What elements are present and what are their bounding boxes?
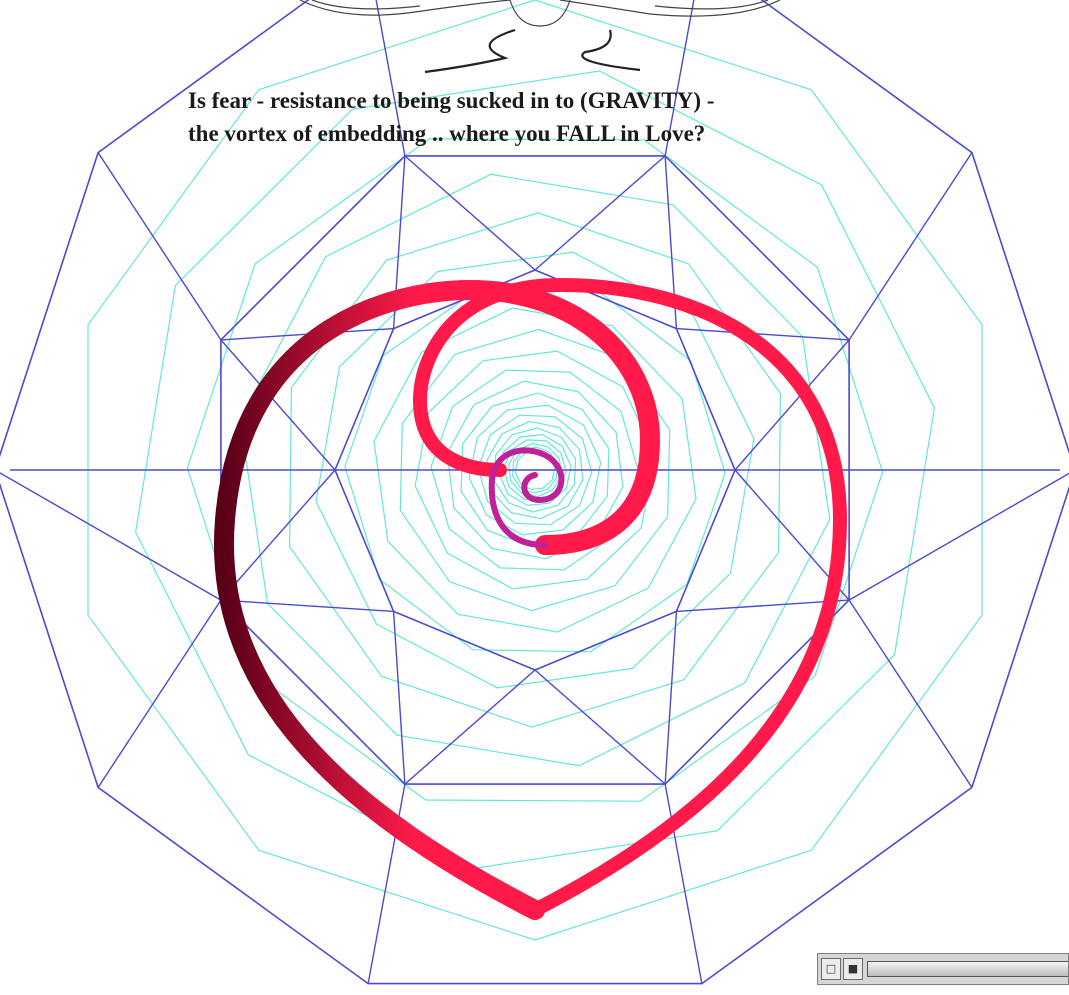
web-ring bbox=[477, 414, 593, 526]
outer-spoke bbox=[97, 152, 222, 341]
frame-connector bbox=[404, 155, 536, 271]
scroll-button-icon[interactable]: ■ bbox=[843, 958, 863, 980]
web-ring bbox=[315, 251, 755, 689]
frame-connector bbox=[220, 469, 336, 601]
outer-spoke bbox=[664, 0, 695, 157]
frame-connector bbox=[534, 669, 666, 785]
frame-connector bbox=[534, 155, 666, 271]
outer-spoke bbox=[848, 152, 973, 341]
frame-connector bbox=[676, 599, 850, 613]
vortex-spiral bbox=[213, 277, 848, 920]
web-ring bbox=[186, 138, 884, 802]
outer-spoke bbox=[848, 472, 1069, 601]
scroll-button-icon[interactable]: □ bbox=[821, 958, 841, 980]
web-ring bbox=[239, 173, 831, 767]
caption-text: Is fear - resistance to being sucked in … bbox=[188, 84, 988, 150]
web-ring bbox=[493, 427, 577, 513]
frame-connector bbox=[220, 599, 394, 613]
spiral-inner-loop bbox=[412, 277, 848, 917]
web-ring bbox=[468, 404, 602, 536]
outer-spoke bbox=[97, 599, 222, 788]
web-ring bbox=[508, 442, 562, 498]
spiral-outer-loop bbox=[213, 279, 661, 920]
spiral-core bbox=[488, 447, 565, 548]
frame-connector bbox=[392, 611, 406, 785]
scroll-track[interactable] bbox=[867, 961, 1068, 977]
frame-connector bbox=[676, 327, 850, 341]
frame-connector bbox=[220, 339, 336, 471]
outer-spoke bbox=[848, 599, 973, 788]
web-ring bbox=[430, 369, 640, 571]
web-ring bbox=[288, 212, 782, 728]
outer-spoke bbox=[375, 0, 406, 157]
winged-emblem-icon bbox=[299, 0, 781, 74]
caption-line-2: the vortex of embedding .. where you FAL… bbox=[188, 121, 706, 146]
caption-line-1: Is fear - resistance to being sucked in … bbox=[188, 88, 715, 113]
frame-connector bbox=[664, 611, 678, 785]
web-ring bbox=[486, 420, 584, 520]
web-ring bbox=[373, 307, 697, 633]
horizontal-scrollbar[interactable]: □ ■ bbox=[817, 953, 1069, 985]
web-ring bbox=[498, 433, 572, 507]
web-ring bbox=[512, 446, 558, 494]
outer-spoke bbox=[0, 472, 222, 601]
web-ring bbox=[414, 350, 656, 590]
frame-connector bbox=[734, 339, 850, 471]
web-ring bbox=[399, 328, 671, 612]
frame-connector bbox=[404, 669, 536, 785]
web-ring bbox=[87, 0, 983, 941]
